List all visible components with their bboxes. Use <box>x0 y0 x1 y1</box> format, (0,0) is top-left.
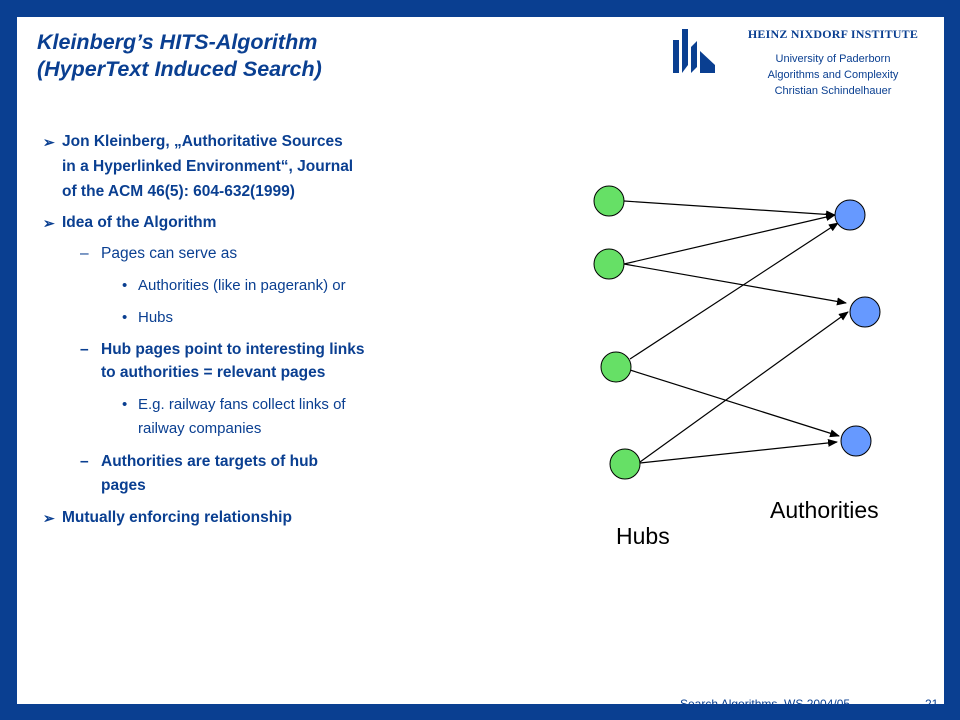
institute-name: HEINZ NIXDORF INSTITUTE <box>747 27 919 41</box>
university-logo-icon <box>673 29 715 73</box>
edges <box>623 200 849 464</box>
bullet-arrow-icon: ➢ <box>43 510 55 526</box>
edge-hub2-auth2 <box>623 263 847 306</box>
bullet3-text: Mutually enforcing relationship <box>62 509 292 526</box>
footer-course: Search Algorithms, WS 2004/05 <box>680 697 851 711</box>
dash-marker: – <box>80 245 89 262</box>
sub3-line1: Authorities are targets of hub <box>101 453 319 470</box>
edge-hub3-auth1 <box>629 222 839 360</box>
title-area: Kleinberg’s HITS-Algorithm (HyperText In… <box>17 17 663 113</box>
slide-title-line2: (HyperText Induced Search) <box>37 57 322 81</box>
edge-hub4-auth2 <box>639 311 849 463</box>
sub1b-text: Hubs <box>138 309 174 326</box>
sub2a-line2: railway companies <box>138 420 262 437</box>
frame-left <box>0 0 17 720</box>
sub1-text: Pages can serve as <box>101 245 238 262</box>
slide-title-line1: Kleinberg’s HITS-Algorithm <box>37 30 318 54</box>
page-number: 21 <box>925 697 939 711</box>
bullet1-line1: Jon Kleinberg, „Authoritative Sources <box>62 133 343 150</box>
edge-hub2-auth1 <box>623 213 836 265</box>
hub-node <box>593 248 625 280</box>
sub3-line2: pages <box>101 477 146 494</box>
sub2a-line1: E.g. railway fans collect links of <box>138 396 346 413</box>
dash-marker: – <box>80 453 89 470</box>
hub-node <box>593 185 625 217</box>
bullet-arrow-icon: ➢ <box>43 215 55 231</box>
dash-marker: – <box>80 341 89 358</box>
hub-node <box>609 448 641 480</box>
sub2-line2: to authorities = relevant pages <box>101 364 326 381</box>
authorities-label: Authorities <box>770 497 879 523</box>
frame-top <box>0 0 960 17</box>
frame-right <box>944 0 960 720</box>
authority-node <box>834 199 866 231</box>
institute-university: University of Paderborn <box>775 53 891 65</box>
edge-hub3-auth3 <box>629 369 840 438</box>
authority-node <box>840 425 872 457</box>
bullet2-text: Idea of the Algorithm <box>62 214 217 231</box>
authority-node <box>849 296 881 328</box>
edge-hub4-auth3 <box>639 438 838 464</box>
hubs-label: Hubs <box>616 523 670 549</box>
dot-marker: • <box>122 309 128 326</box>
frame-bottom <box>0 704 960 720</box>
authority-nodes <box>834 199 881 457</box>
dot-marker: • <box>122 277 128 294</box>
bullet1-line3: of the ACM 46(5): 604-632(1999) <box>62 183 295 200</box>
dot-marker: • <box>122 396 128 413</box>
institute-group: Algorithms and Complexity <box>767 69 899 81</box>
institute-author: Christian Schindelhauer <box>774 85 892 97</box>
sub2-line1: Hub pages point to interesting links <box>101 341 365 358</box>
hub-nodes <box>593 185 641 480</box>
bullet1-line2: in a Hyperlinked Environment“, Journal <box>62 158 354 175</box>
sub1a-text: Authorities (like in pagerank) or <box>138 277 346 294</box>
edge-hub1-auth1 <box>623 200 836 219</box>
bullet-arrow-icon: ➢ <box>43 134 55 150</box>
institute-header: HEINZ NIXDORF INSTITUTE University of Pa… <box>663 17 944 113</box>
hub-node <box>600 351 632 383</box>
